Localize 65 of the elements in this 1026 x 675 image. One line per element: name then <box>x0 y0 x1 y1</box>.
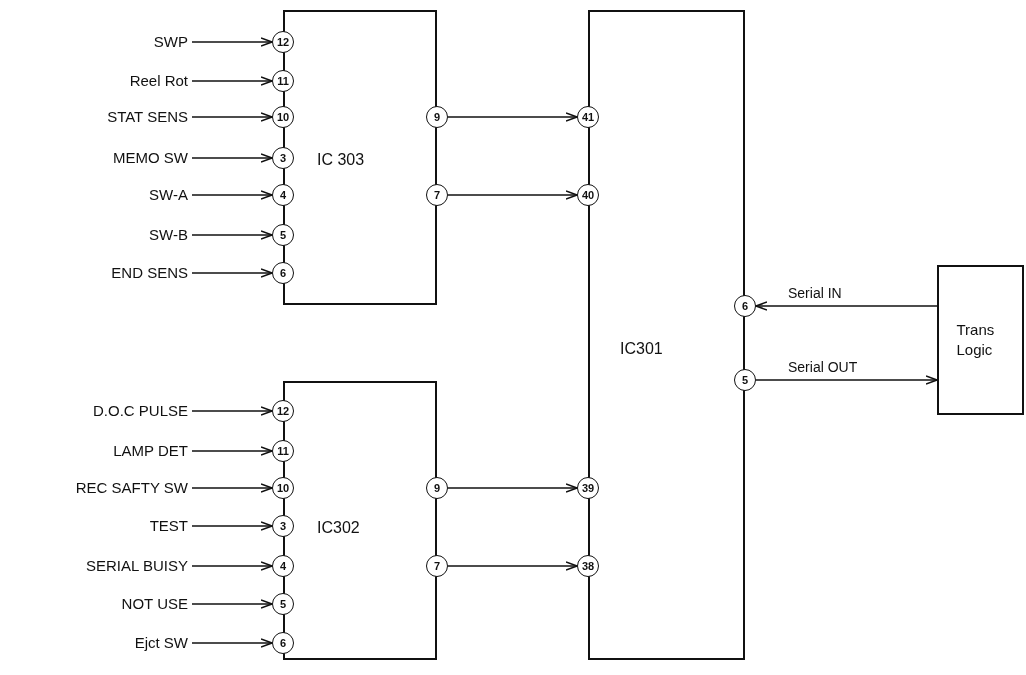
arrow <box>447 190 578 200</box>
signal-label: SERIAL BUISY <box>0 556 188 576</box>
edge-label: Serial IN <box>786 285 844 301</box>
arrow <box>191 521 273 531</box>
chip-label: Trans Logic <box>956 320 996 360</box>
ic-block <box>937 265 1024 415</box>
edge-label: Serial OUT <box>786 359 860 375</box>
pin-circle: 6 <box>272 262 294 284</box>
arrow <box>191 268 273 278</box>
signal-label: Reel Rot <box>0 71 188 91</box>
arrow <box>755 375 938 385</box>
pin-circle: 5 <box>734 369 756 391</box>
signal-label: LAMP DET <box>0 441 188 461</box>
arrow <box>191 37 273 47</box>
chip-label: IC301 <box>620 339 663 359</box>
signal-label: STAT SENS <box>0 107 188 127</box>
signal-label: Ejct SW <box>0 633 188 653</box>
signal-label: NOT USE <box>0 594 188 614</box>
arrow <box>191 230 273 240</box>
arrow <box>447 112 578 122</box>
pin-circle: 10 <box>272 106 294 128</box>
arrow <box>447 561 578 571</box>
pin-circle: 4 <box>272 184 294 206</box>
pin-circle: 12 <box>272 31 294 53</box>
arrow <box>191 76 273 86</box>
pin-circle: 3 <box>272 515 294 537</box>
pin-circle: 10 <box>272 477 294 499</box>
pin-circle: 9 <box>426 106 448 128</box>
pin-circle: 11 <box>272 440 294 462</box>
arrow <box>191 153 273 163</box>
pin-circle: 39 <box>577 477 599 499</box>
pin-circle: 9 <box>426 477 448 499</box>
arrow <box>191 483 273 493</box>
signal-label: SW-A <box>0 185 188 205</box>
arrow <box>191 406 273 416</box>
pin-circle: 7 <box>426 184 448 206</box>
pin-circle: 3 <box>272 147 294 169</box>
pin-circle: 40 <box>577 184 599 206</box>
pin-circle: 6 <box>734 295 756 317</box>
pin-circle: 7 <box>426 555 448 577</box>
signal-label: TEST <box>0 516 188 536</box>
pin-circle: 11 <box>272 70 294 92</box>
pin-circle: 12 <box>272 400 294 422</box>
pin-circle: 41 <box>577 106 599 128</box>
signal-label: MEMO SW <box>0 148 188 168</box>
arrow <box>447 483 578 493</box>
signal-label: END SENS <box>0 263 188 283</box>
arrow <box>191 446 273 456</box>
chip-label: IC 303 <box>317 150 365 170</box>
arrow <box>191 561 273 571</box>
arrow <box>191 112 273 122</box>
signal-label: SWP <box>0 32 188 52</box>
pin-circle: 38 <box>577 555 599 577</box>
pin-circle: 4 <box>272 555 294 577</box>
signal-label: REC SAFTY SW <box>0 478 188 498</box>
arrow <box>191 599 273 609</box>
chip-label: IC302 <box>317 518 360 538</box>
signal-label: SW-B <box>0 225 188 245</box>
arrow <box>755 301 938 311</box>
pin-circle: 5 <box>272 593 294 615</box>
signal-label: D.O.C PULSE <box>0 401 188 421</box>
pin-circle: 6 <box>272 632 294 654</box>
arrow <box>191 190 273 200</box>
arrow <box>191 638 273 648</box>
pin-circle: 5 <box>272 224 294 246</box>
